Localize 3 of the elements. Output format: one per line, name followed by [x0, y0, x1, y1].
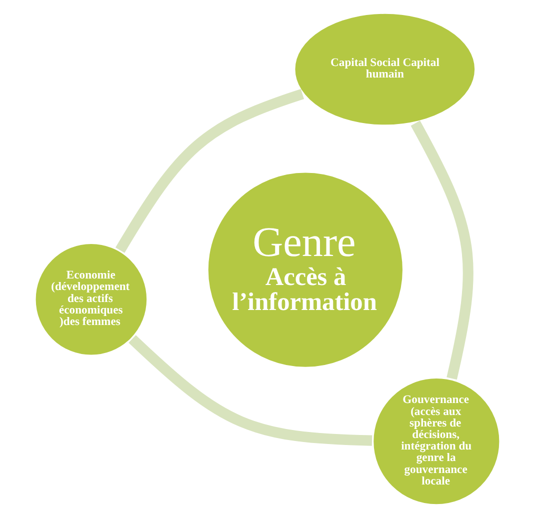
- connector: [115, 88, 304, 253]
- connector: [128, 335, 372, 446]
- connector: [410, 120, 473, 380]
